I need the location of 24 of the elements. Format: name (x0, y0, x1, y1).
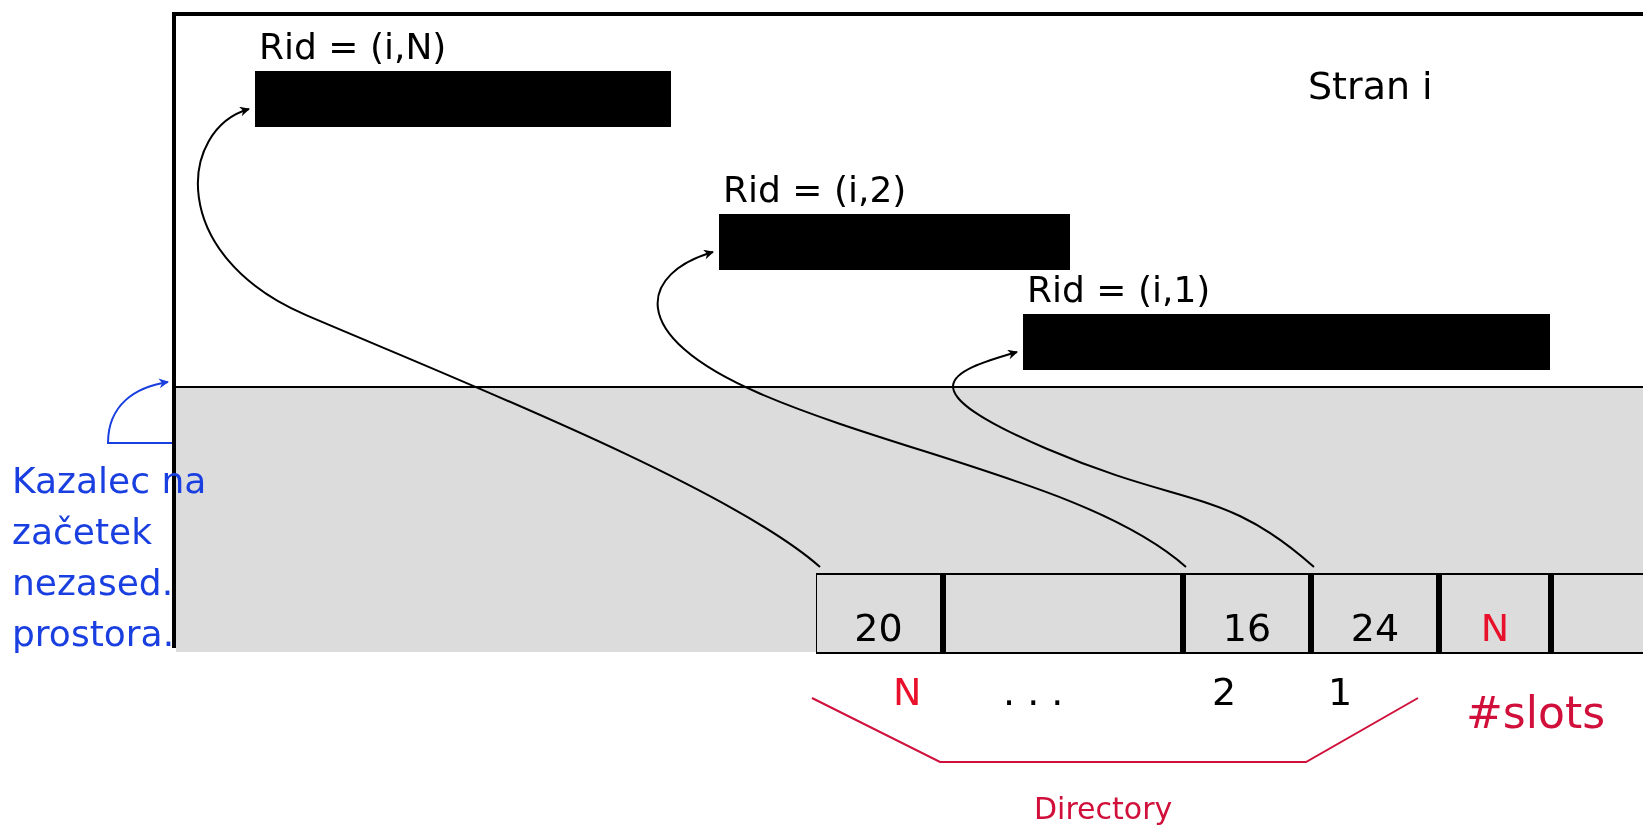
slot-cell (1310, 573, 1438, 654)
slot-count-label: #slots (1466, 686, 1606, 740)
slot-cell (1438, 573, 1550, 654)
slot-cell (1550, 573, 1643, 654)
record-id-label: Rid = (i,2) (723, 168, 907, 212)
ellipsis: . . . (1003, 669, 1064, 716)
pointer-arrow (107, 378, 173, 444)
connector-arrow (952, 349, 1315, 568)
slot-offset: 24 (1349, 605, 1401, 652)
slot-number: N (893, 669, 922, 716)
slot-cell (942, 573, 1182, 654)
bracket-label: Directory (1034, 790, 1173, 827)
slot-cell (1182, 573, 1310, 654)
record-id-label: Rid = (i,1) (1027, 268, 1211, 312)
slot-offset: 16 (1221, 605, 1273, 652)
record-id-label: Rid = (i,N) (259, 25, 447, 69)
page-title: Stran i (1308, 63, 1433, 110)
slot-cell (816, 573, 942, 654)
slot-offset: N (1479, 605, 1511, 652)
slot-offset: 20 (853, 605, 904, 652)
slot-number: 2 (1212, 669, 1237, 716)
slot-number: 1 (1328, 669, 1353, 716)
connector-arrow (197, 108, 821, 568)
connector-arrow (656, 250, 1187, 568)
